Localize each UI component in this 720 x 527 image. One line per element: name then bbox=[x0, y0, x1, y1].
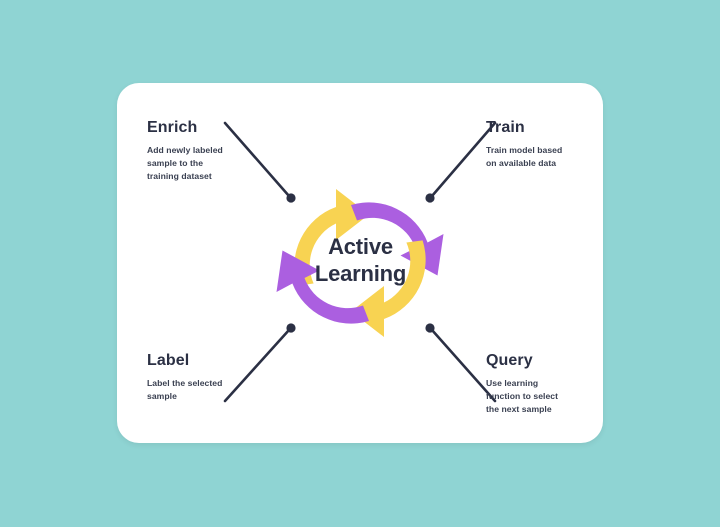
center-label-line2: Learning bbox=[314, 261, 407, 286]
step-train-description: Train model based on available data bbox=[486, 144, 562, 170]
step-query-desc-line-3: the next sample bbox=[486, 404, 552, 414]
step-query-description: Use learning function to select the next… bbox=[486, 377, 558, 417]
center-label: Active Learning bbox=[283, 233, 438, 287]
step-query-desc-line-1: Use learning bbox=[486, 377, 539, 388]
step-enrich[interactable]: Enrich Add newly labeled sample to the t… bbox=[147, 119, 223, 183]
step-enrich-desc-line-3: training dataset bbox=[147, 171, 212, 181]
step-query-desc-line-2: function to select bbox=[486, 390, 559, 401]
step-train-title: Train bbox=[486, 119, 525, 136]
step-enrich-desc-line-2: sample to the bbox=[147, 157, 204, 168]
step-enrich-desc-line-1: Add newly labeled bbox=[147, 144, 223, 155]
step-query[interactable]: Query Use learning function to select th… bbox=[486, 352, 558, 416]
step-train-desc-line-1: Train model based bbox=[486, 144, 563, 155]
step-train[interactable]: Train Train model based on available dat… bbox=[486, 119, 562, 170]
step-label[interactable]: Label Label the selected sample bbox=[147, 352, 222, 403]
center-label-line1: Active bbox=[328, 234, 393, 259]
step-label-desc-line-2: sample bbox=[147, 390, 177, 401]
step-enrich-description: Add newly labeled sample to the training… bbox=[147, 144, 223, 184]
step-query-title: Query bbox=[486, 352, 533, 369]
step-label-title: Label bbox=[147, 352, 190, 369]
step-label-desc-line-1: Label the selected bbox=[147, 377, 223, 388]
step-label-description: Label the selected sample bbox=[147, 377, 222, 403]
step-train-desc-line-2: on available data bbox=[486, 157, 557, 168]
step-enrich-title: Enrich bbox=[147, 119, 198, 136]
